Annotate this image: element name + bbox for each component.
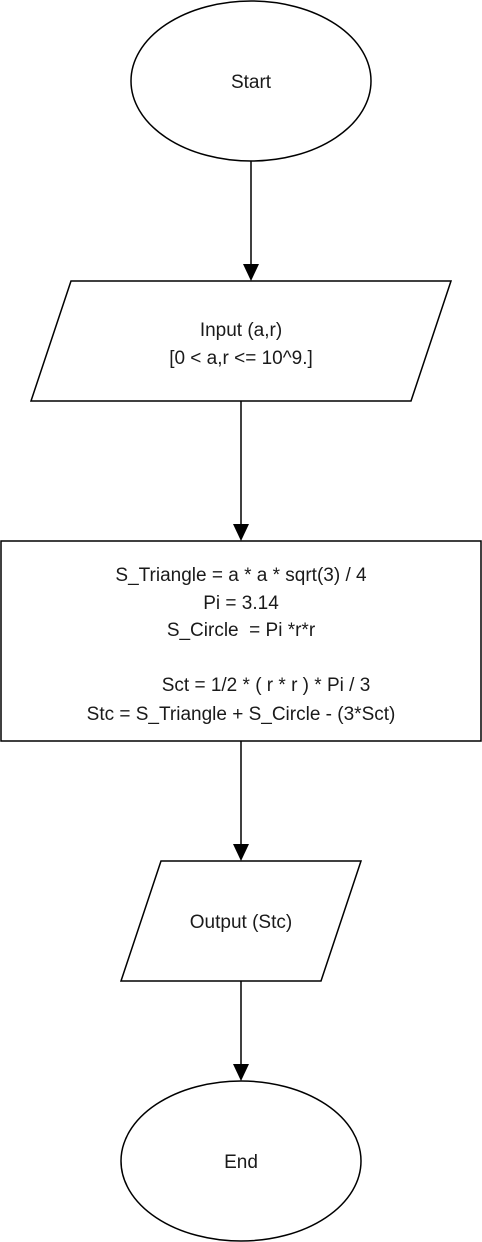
process-label-line-6: Stc = S_Triangle + S_Circle - (3*Sct) — [87, 704, 396, 725]
edge-process-to-output — [233, 741, 249, 861]
process-label-line-3: S_Circle = Pi *r*r — [167, 620, 316, 641]
process-label-line-1: S_Triangle = a * a * sqrt(3) / 4 — [115, 565, 367, 586]
process-node: S_Triangle = a * a * sqrt(3) / 4 Pi = 3.… — [0, 540, 482, 742]
input-parallelogram-shape — [29, 280, 453, 402]
end-node: End — [120, 1080, 362, 1242]
arrowhead-icon — [233, 524, 249, 541]
input-label-line-2: [0 < a,r <= 10^9.] — [169, 348, 313, 369]
output-label: Output (Stc) — [190, 912, 292, 933]
output-node: Output (Stc) — [119, 860, 363, 982]
arrowhead-icon — [243, 264, 259, 281]
end-terminator-shape — [120, 1080, 362, 1242]
arrowhead-icon — [233, 844, 249, 861]
process-label-line-2: Pi = 3.14 — [203, 593, 279, 614]
edge-output-to-end — [233, 981, 249, 1081]
process-rectangle-shape — [0, 540, 482, 742]
arrowhead-icon — [233, 1064, 249, 1081]
output-parallelogram-shape — [119, 860, 363, 982]
start-node: Start — [130, 0, 372, 162]
process-label-line-5: Sct = 1/2 * ( r * r ) * Pi / 3 — [162, 675, 371, 696]
start-label: Start — [231, 72, 272, 93]
input-label-line-1: Input (a,r) — [200, 320, 282, 341]
end-label: End — [224, 1152, 258, 1173]
input-node: Input (a,r) [0 < a,r <= 10^9.] — [29, 280, 453, 402]
edge-input-to-process — [233, 401, 249, 541]
edge-start-to-input — [243, 161, 259, 281]
